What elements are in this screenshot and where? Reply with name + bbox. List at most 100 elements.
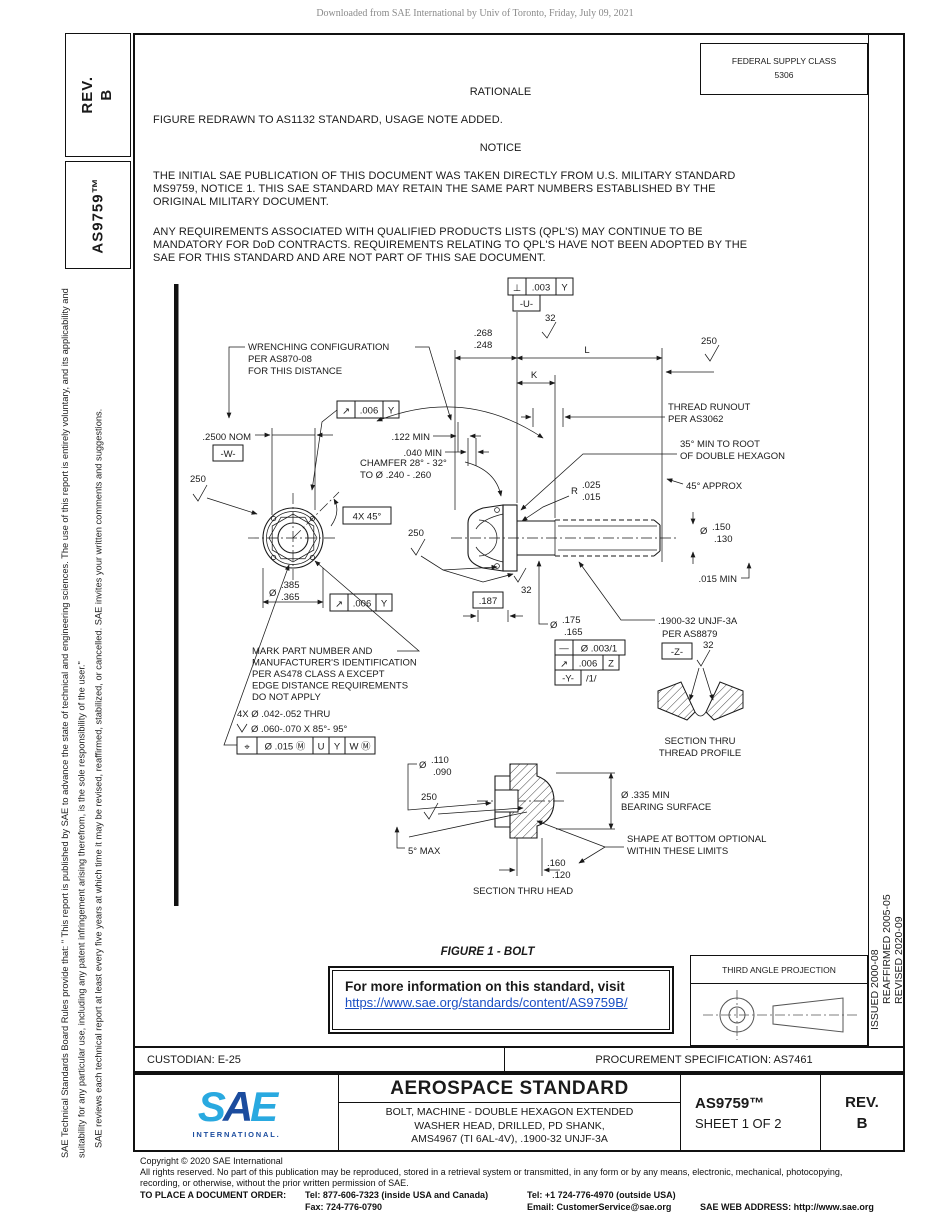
revision-strip: ISSUED 2000-08 REAFFIRMED 2005-05 REVISE…	[869, 560, 905, 1030]
chamfer-note: CHAMFER 28° - 32° TO Ø .240 - .260	[360, 458, 503, 497]
standard-link[interactable]: https://www.sae.org/standards/content/AS…	[345, 995, 628, 1010]
rationale-body: FIGURE REDRAWN TO AS1132 STANDARD, USAGE…	[153, 114, 503, 126]
svg-text:.120: .120	[552, 870, 571, 881]
svg-text:Ø .003/1: Ø .003/1	[581, 644, 617, 655]
projection-box: THIRD ANGLE PROJECTION	[690, 955, 868, 1046]
thread-spec-note: .1900-32 UNJF-3A PER AS8879 -Z-	[578, 561, 738, 660]
marking-note: MARK PART NUMBER AND MANUFACTURER'S IDEN…	[252, 560, 421, 703]
end-chamfer-note: 45° APPROX	[666, 478, 743, 492]
svg-text:.006: .006	[353, 599, 372, 610]
svg-text:EDGE DISTANCE REQUIREMENTS: EDGE DISTANCE REQUIREMENTS	[252, 681, 408, 692]
svg-text:PER AS8879: PER AS8879	[662, 629, 717, 640]
svg-text:SHAPE AT BOTTOM OPTIONAL: SHAPE AT BOTTOM OPTIONAL	[627, 834, 766, 845]
custodian-cell: CUSTODIAN: E-25	[135, 1048, 505, 1071]
svg-text:PER AS3062: PER AS3062	[668, 414, 723, 425]
datum-w: -W-	[220, 449, 235, 460]
svg-text:Ø: Ø	[700, 526, 708, 537]
svg-text:.006: .006	[360, 406, 379, 417]
custodian-row: CUSTODIAN: E-25 PROCUREMENT SPECIFICATIO…	[133, 1046, 905, 1073]
dim-248: .248	[474, 340, 493, 351]
web-address: SAE WEB ADDRESS: http://www.sae.org	[700, 1202, 874, 1212]
download-watermark: Downloaded from SAE International by Uni…	[316, 8, 634, 19]
svg-text:Y: Y	[334, 742, 341, 753]
svg-text:.1900-32 UNJF-3A: .1900-32 UNJF-3A	[658, 616, 738, 627]
perpendicularity-symbol: ⊥	[513, 283, 521, 294]
svg-text:SECTION THRU HEAD: SECTION THRU HEAD	[473, 886, 573, 897]
rights-line-2: recording, or otherwise, without the pri…	[140, 1178, 409, 1188]
svg-text:DO NOT APPLY: DO NOT APPLY	[252, 692, 321, 703]
head-od-dim: Ø .385 .365 ↗ .006 Y	[262, 568, 393, 612]
dim-K: K	[531, 370, 538, 381]
svg-text:.006: .006	[579, 659, 598, 670]
notice-paragraph-2: ANY REQUIREMENTS ASSOCIATED WITH QUALIFI…	[153, 226, 748, 264]
fsc-value: 5306	[774, 70, 794, 80]
title-block-rev: REV. B	[845, 1093, 879, 1132]
svg-text:.175: .175	[562, 615, 581, 626]
fcf-perpendicularity: ⊥ .003 Y -U- 32	[507, 277, 574, 339]
revised-date: REVISED 2020-09	[893, 916, 905, 1004]
svg-text:THREAD RUNOUT: THREAD RUNOUT	[668, 402, 751, 413]
svg-text:WITHIN THESE LIMITS: WITHIN THESE LIMITS	[627, 846, 728, 857]
dim-015-min: .015 MIN	[698, 574, 737, 585]
svg-text:Ø .060-.070 X 85°- 95°: Ø .060-.070 X 85°- 95°	[251, 724, 348, 735]
title-block-doc-no: AS9759™	[695, 1094, 765, 1112]
svg-text:Z: Z	[608, 659, 614, 670]
svg-text:250: 250	[190, 474, 206, 485]
svg-text:TO Ø .240 - .260: TO Ø .240 - .260	[360, 470, 431, 481]
copyright-line: Copyright © 2020 SAE International	[140, 1156, 283, 1166]
datum-u: -U-	[520, 299, 533, 310]
figure-1-bolt-drawing: ⊥ .003 Y -U- 32 .268 .248 L K 250	[174, 277, 785, 906]
fillet-radius-note: R .025 .015	[521, 480, 601, 522]
svg-text:BEARING SURFACE: BEARING SURFACE	[621, 802, 711, 813]
runout-symbol: ↗	[342, 406, 350, 417]
svg-text:/1/: /1/	[586, 674, 597, 685]
surface-finish-250-top: 250	[701, 336, 717, 347]
datum-z: -Z-	[671, 647, 683, 658]
third-angle-projection-symbol	[703, 990, 857, 1040]
dim-187: .187	[463, 591, 523, 622]
rev-box: REV. B	[65, 33, 131, 157]
section-thru-head: Ø .110 .090 250 5° MAX Ø .335 MIN BEARIN…	[394, 755, 766, 897]
right-strip-divider	[868, 33, 869, 1046]
issued-date: ISSUED 2000-08	[869, 949, 881, 1030]
dim-5-max: 5° MAX	[408, 846, 441, 857]
surface-finish-32-flange: 32	[513, 567, 532, 596]
svg-text:↗: ↗	[335, 599, 343, 610]
svg-text:35° MIN TO ROOT: 35° MIN TO ROOT	[680, 439, 760, 450]
svg-text:CHAMFER 28° - 32°: CHAMFER 28° - 32°	[360, 458, 447, 469]
svg-text:.165: .165	[564, 627, 583, 638]
notice-heading: NOTICE	[479, 142, 522, 154]
svg-text:32: 32	[521, 585, 532, 596]
svg-text:.160: .160	[547, 858, 566, 869]
svg-text:MANUFACTURER'S IDENTIFICATION: MANUFACTURER'S IDENTIFICATION	[252, 658, 417, 669]
svg-text:.130: .130	[714, 534, 733, 545]
straightness-symbol: —	[559, 643, 569, 654]
email-line: Email: CustomerService@sae.org	[527, 1202, 672, 1212]
svg-text:WRENCHING CONFIGURATION: WRENCHING CONFIGURATION	[248, 342, 389, 353]
figure-caption: FIGURE 1 - BOLT	[440, 946, 535, 958]
surface-finish-250-section: 250	[421, 792, 437, 803]
figure-margin-bar	[174, 284, 179, 906]
shank-dia-dim: Ø .175 .165	[536, 560, 583, 638]
svg-text:Y: Y	[561, 283, 568, 294]
wrenching-note: WRENCHING CONFIGURATION PER AS870-08 FOR…	[226, 342, 452, 421]
document-type-title: AEROSPACE STANDARD	[339, 1075, 680, 1103]
svg-text:Ø .015 Ⓜ: Ø .015 Ⓜ	[265, 742, 306, 753]
svg-text:4X 45°: 4X 45°	[353, 512, 382, 523]
tel-inside: Tel: 877-606-7323 (inside USA and Canada…	[305, 1190, 489, 1200]
svg-text:Ø: Ø	[550, 620, 558, 631]
svg-text:MARK PART NUMBER AND: MARK PART NUMBER AND	[252, 646, 372, 657]
title-block: SAE INTERNATIONAL. AEROSPACE STANDARD BO…	[133, 1073, 905, 1152]
thread-runout-note: THREAD RUNOUT PER AS3062	[521, 402, 751, 427]
document-subtitle: BOLT, MACHINE - DOUBLE HEXAGON EXTENDED …	[385, 1106, 634, 1146]
svg-text:.090: .090	[433, 767, 452, 778]
svg-text:PER AS870-08: PER AS870-08	[248, 354, 312, 365]
svg-text:.150: .150	[712, 522, 731, 533]
info-box: For more information on this standard, v…	[328, 966, 674, 1034]
surface-finish-32-profile: 32	[703, 640, 714, 651]
dim-L: L	[584, 345, 589, 356]
dim-122-min: .122 MIN	[391, 432, 430, 443]
thread-minor-dims: Ø .150 .130 .015 MIN	[690, 512, 752, 585]
svg-text:.110: .110	[431, 755, 449, 766]
svg-text:.385: .385	[281, 580, 300, 591]
